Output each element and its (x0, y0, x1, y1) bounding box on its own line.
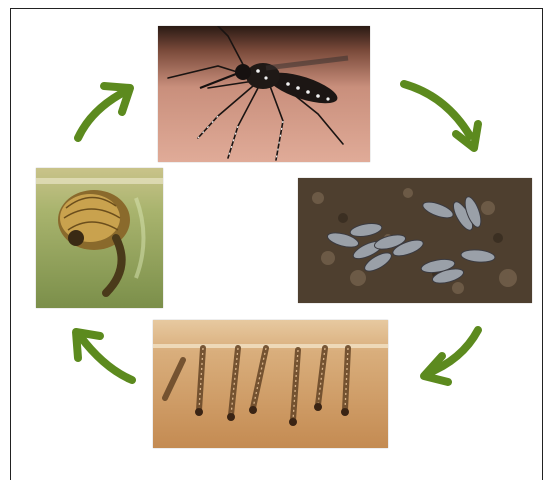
stage-adult-mosquito (158, 26, 370, 162)
adult-mosquito-photo (158, 26, 370, 162)
stage-pupa (36, 168, 163, 308)
mosquito-pupa-photo (36, 168, 163, 308)
arrow-eggs-to-larvae-icon (412, 320, 492, 390)
mosquito-eggs-photo (298, 178, 532, 303)
mosquito-larvae-photo (153, 320, 388, 448)
stage-eggs (298, 178, 532, 303)
arrow-pupa-to-adult-icon (66, 78, 142, 146)
arrow-larvae-to-pupa-icon (64, 318, 144, 390)
stage-larvae (153, 320, 388, 448)
arrow-adult-to-eggs-icon (396, 76, 488, 158)
